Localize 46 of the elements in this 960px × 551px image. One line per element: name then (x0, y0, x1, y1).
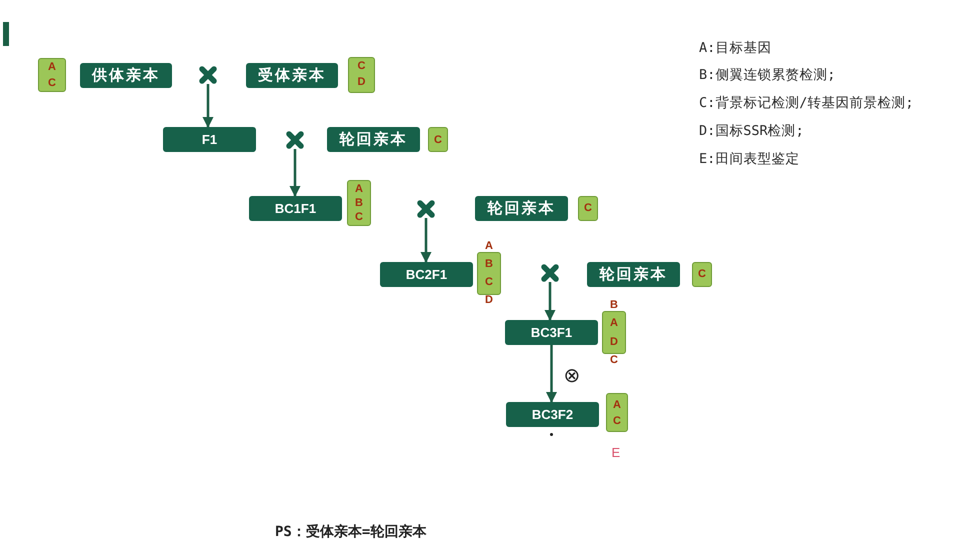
code-letter: A (484, 239, 494, 253)
arrow (546, 345, 557, 403)
cross-icon (286, 131, 304, 149)
stage-box: BC3F2 (506, 402, 599, 427)
stage-box: BC3F1 (505, 320, 598, 345)
code-letter: A (612, 398, 622, 412)
cross-icon (417, 200, 435, 218)
code-letter: C (697, 267, 707, 281)
code-letter: C (356, 59, 366, 73)
key-text: A:目标基因 (699, 40, 772, 56)
stage-box: 轮回亲本 (587, 262, 680, 287)
key-text: B:侧翼连锁累赘检测; (699, 67, 836, 83)
code-letter: C (609, 353, 619, 368)
code-letter: A (609, 316, 619, 330)
stage-box: F1 (163, 127, 256, 152)
code-letter: D (484, 293, 494, 307)
stage-box: 轮回亲本 (327, 127, 420, 152)
stage-box: 受体亲本 (246, 63, 338, 88)
code-letter: D (609, 334, 619, 349)
code-letter: B (609, 298, 619, 312)
stage-box: BC1F1 (249, 196, 342, 221)
code-letter: C (354, 210, 364, 224)
code-letter: D (356, 75, 366, 89)
code-letter: C (47, 76, 57, 90)
code-letter: E (612, 444, 620, 460)
code-letter: B (354, 196, 364, 210)
code-letter: C (484, 275, 494, 289)
key-text: D:国标SSR检测; (699, 123, 804, 139)
arrow (290, 149, 300, 197)
key-text: E:田间表型鉴定 (699, 151, 800, 167)
code-letter: A (47, 60, 57, 74)
cross-icon (199, 66, 217, 84)
stage-box: BC2F1 (380, 262, 473, 287)
stage-box: 供体亲本 (80, 63, 172, 88)
arrow (420, 218, 432, 263)
key-text: C:背景标记检测/转基因前景检测; (699, 95, 914, 111)
code-letter: B (484, 257, 494, 271)
code-letter: A (354, 182, 364, 196)
code-letter: C (583, 201, 593, 215)
note-text: PS：受体亲本=轮回亲本 (275, 524, 426, 540)
arrow (202, 84, 214, 128)
code-letter: C (612, 414, 622, 428)
cross-icon (541, 264, 559, 282)
arrow (544, 282, 556, 321)
stage-box: 轮回亲本 (475, 196, 568, 221)
code-letter: C (433, 133, 443, 147)
